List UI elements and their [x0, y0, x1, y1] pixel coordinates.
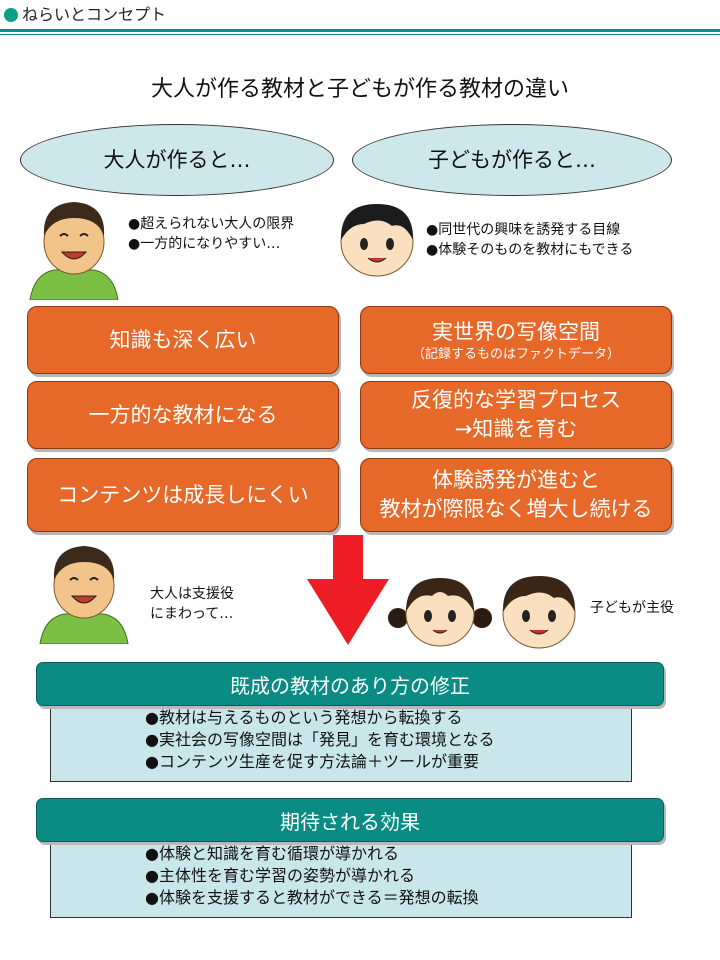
header-bullet-icon [4, 8, 18, 22]
header-divider-thin [0, 34, 720, 35]
child-bullet: ●同世代の興味を誘発する目線 [426, 222, 621, 238]
adult-box-3-text: コンテンツは成長しにくい [57, 482, 309, 507]
child-box-3: 体験誘発が進むと 教材が際限なく増大し続ける [360, 458, 672, 532]
adult-face-icon [26, 196, 122, 300]
section2-item: ●主体性を育む学習の姿勢が導かれる [145, 866, 415, 885]
child-box-2-line2: →知識を育む [454, 417, 578, 441]
adult-box-1: 知識も深く広い [27, 306, 339, 374]
child-box-1: 実世界の写像空間 （記録するものはファクトデータ） [360, 306, 672, 374]
child-box-2: 反復的な学習プロセス →知識を育む [360, 381, 672, 449]
adult-box-1-text: 知識も深く広い [109, 327, 257, 352]
adult-bullets: ●超えられない大人の限界 ●一方的になりやすい… [128, 214, 294, 254]
section2-item: ●体験と知識を育む循環が導かれる [145, 844, 399, 863]
header-title: ねらいとコンセプト [22, 5, 167, 24]
header-divider [0, 29, 720, 32]
adult-face-icon [36, 540, 132, 644]
red-down-arrow-icon [305, 535, 391, 651]
adult-ellipse: 大人が作ると… [20, 124, 334, 196]
boy-face-icon [334, 200, 420, 280]
adult-box-2: 一方的な教材になる [27, 381, 339, 449]
adult-role-line2: にまわって… [150, 606, 234, 622]
boy-face-icon [496, 572, 582, 652]
adult-role-text: 大人は支援役 にまわって… [150, 584, 234, 624]
section1-title-bar: 既成の教材のあり方の修正 [36, 662, 664, 706]
girl-face-icon [388, 570, 492, 650]
section1-item: ●実社会の写像空間は「発見」を育む環境となる [145, 730, 495, 749]
adult-bullet: ●一方的になりやすい… [128, 236, 281, 252]
adult-box-3: コンテンツは成長しにくい [27, 458, 339, 532]
section2-item: ●体験を支援すると教材ができる＝発想の転換 [145, 888, 479, 907]
page-title: 大人が作る教材と子どもが作る教材の違い [150, 77, 569, 102]
section1-item: ●教材は与えるものという発想から転換する [145, 708, 463, 727]
adult-ellipse-label: 大人が作ると… [103, 148, 251, 172]
child-box-1-text: 実世界の写像空間 [432, 319, 600, 344]
child-bullet: ●体験そのものを教材にもできる [426, 242, 634, 258]
adult-role-line1: 大人は支援役 [150, 586, 234, 602]
child-role-text: 子どもが主役 [590, 600, 674, 616]
child-ellipse: 子どもが作ると… [352, 124, 672, 196]
section2-title-bar: 期待される効果 [36, 798, 664, 842]
child-box-3-line2: 教材が際限なく増大し続ける [379, 497, 653, 521]
child-bullets: ●同世代の興味を誘発する目線 ●体験そのものを教材にもできる [426, 220, 633, 260]
section2-list: ●体験と知識を育む循環が導かれる ●主体性を育む学習の姿勢が導かれる ●体験を支… [50, 836, 632, 918]
section1-list: ●教材は与えるものという発想から転換する ●実社会の写像空間は「発見」を育む環境… [50, 700, 632, 782]
adult-box-2-text: 一方的な教材になる [88, 402, 278, 427]
adult-bullet: ●超えられない大人の限界 [128, 216, 295, 232]
child-box-1-subtext: （記録するものはファクトデータ） [411, 346, 620, 362]
child-ellipse-label: 子どもが作ると… [428, 148, 596, 172]
section1-item: ●コンテンツ生産を促す方法論＋ツールが重要 [145, 752, 479, 771]
child-box-2-line1: 反復的な学習プロセス [411, 388, 621, 412]
section1-title: 既成の教材のあり方の修正 [230, 673, 470, 698]
child-box-3-line1: 体験誘発が進むと [432, 468, 600, 492]
section2-title: 期待される効果 [280, 809, 420, 834]
